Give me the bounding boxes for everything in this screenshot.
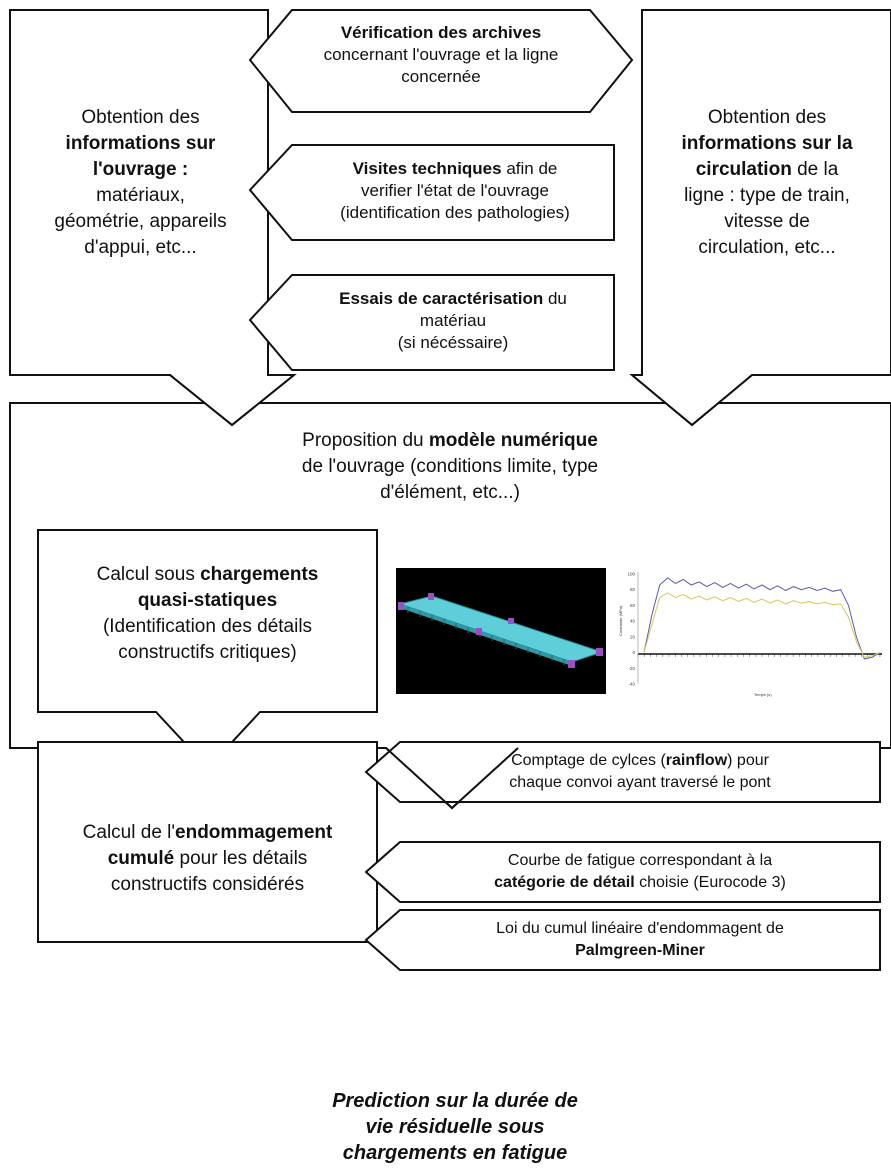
left-line-5: géométrie, appareils bbox=[54, 211, 227, 232]
stress-history-plot: 100 80 60 40 20 0 -20 -40 Contrainte (MPa) Temp… bbox=[616, 566, 886, 700]
rainflow-text: Comptage de cylces (rainflow) pour chaqu… bbox=[400, 750, 880, 794]
final-prediction-text: Prediction sur la durée de vie résiduell… bbox=[270, 1088, 640, 1166]
stress-y-tick-label: 100 bbox=[627, 572, 635, 577]
archives-line-1: Vérification des archives bbox=[340, 23, 542, 42]
stress-y-tick-label: -20 bbox=[628, 666, 635, 671]
bridge-deck-side bbox=[400, 604, 572, 666]
stress-y-tick-label: 80 bbox=[630, 587, 636, 592]
visites-line-1: Visites techniques afin de bbox=[352, 159, 558, 178]
stress-y-tick-label: -40 bbox=[628, 682, 635, 687]
modele-text: Proposition du modèle numérique de l'ouv… bbox=[180, 428, 720, 506]
right-info-text: Obtention des informations sur la circul… bbox=[646, 105, 888, 261]
miner-line-2: Palmgreen-Miner bbox=[575, 942, 705, 959]
essais-line-2: matériau bbox=[419, 311, 487, 330]
model-arrow-outline bbox=[385, 747, 519, 810]
rainflow-line-2: chaque convoi ayant traversé le pont bbox=[509, 774, 771, 791]
essais-shape bbox=[248, 274, 615, 371]
stress-y-tick-label: 60 bbox=[630, 603, 636, 608]
calcul-statique-text: Calcul sous chargements quasi-statiques … bbox=[40, 562, 375, 666]
essais-text: Essais de caractérisation du matériau (s… bbox=[292, 288, 614, 354]
rainflow-line-1: Comptage de cylces (rainflow) pour bbox=[511, 752, 769, 769]
right-line-6: circulation, etc... bbox=[698, 237, 836, 258]
fatigue-line-1: Courbe de fatigue correspondant à la bbox=[507, 852, 773, 869]
statique-line-2: quasi-statiques bbox=[137, 590, 278, 611]
modele-line-2: de l'ouvrage (conditions limite, type bbox=[301, 456, 599, 477]
stress-y-tick-label: 20 bbox=[630, 634, 636, 639]
archives-shape bbox=[248, 9, 634, 113]
right-line-1: Obtention des bbox=[707, 107, 827, 128]
endommagement-shape bbox=[37, 741, 378, 943]
fatigue-text: Courbe de fatigue correspondant à la cat… bbox=[400, 850, 880, 894]
left-info-text: Obtention des informations sur l'ouvrage… bbox=[18, 105, 263, 261]
stress-plot-background bbox=[616, 566, 886, 700]
left-arrow-fill bbox=[172, 377, 292, 423]
left-line-2: informations sur bbox=[65, 133, 216, 154]
visites-line-3: (identification des pathologies) bbox=[340, 203, 570, 222]
stress-y-ticks: 100 80 60 40 20 0 -20 -40 bbox=[627, 572, 635, 687]
endo-line-3: constructifs considérés bbox=[110, 874, 305, 895]
bridge-bearings bbox=[398, 593, 603, 668]
endo-line-2: cumulé pour les détails bbox=[107, 848, 308, 869]
essais-line-1: Essais de caractérisation du bbox=[339, 289, 567, 308]
archives-line-2: concernant l'ouvrage et la ligne bbox=[323, 45, 559, 64]
stress-plot-y-label: Contrainte (MPa) bbox=[618, 605, 623, 636]
right-line-3: circulation de la bbox=[695, 159, 839, 180]
bridge-cross-beams bbox=[407, 607, 565, 665]
final-line-1: Prediction sur la durée de bbox=[332, 1090, 578, 1112]
stress-y-tick-label: 0 bbox=[632, 650, 635, 655]
miner-text: Loi du cumul linéaire d'endommagent de P… bbox=[400, 918, 880, 962]
endo-line-1: Calcul de l'endommagement bbox=[82, 822, 333, 843]
statique-line-3: (Identification des détails bbox=[102, 616, 313, 637]
left-line-4: matériaux, bbox=[96, 185, 185, 206]
right-line-2: informations sur la bbox=[681, 133, 853, 154]
left-arrow-outline bbox=[169, 374, 295, 427]
modele-line-3: d'élément, etc...) bbox=[380, 482, 520, 503]
stress-y-tick-label: 40 bbox=[630, 619, 636, 624]
rainflow-shape bbox=[364, 741, 881, 803]
archives-text: Vérification des archives concernant l'o… bbox=[292, 22, 590, 88]
stress-series-1-line bbox=[643, 577, 881, 660]
left-line-3: l'ouvrage : bbox=[92, 159, 189, 180]
statique-line-1: Calcul sous chargements bbox=[96, 564, 319, 585]
bridge-model-figure bbox=[396, 568, 606, 694]
final-line-2: vie résiduelle sous bbox=[365, 1116, 545, 1138]
visites-shape bbox=[248, 144, 615, 241]
right-arrow-fill bbox=[634, 377, 750, 423]
right-line-4: ligne : type de train, bbox=[684, 185, 850, 206]
miner-shape bbox=[364, 909, 881, 971]
fatigue-line-2: catégorie de détail choisie (Eurocode 3) bbox=[494, 874, 786, 891]
fatigue-shape bbox=[364, 841, 881, 903]
left-line-1: Obtention des bbox=[81, 107, 200, 128]
modele-line-1: Proposition du modèle numérique bbox=[302, 430, 598, 451]
left-line-6: d'appui, etc... bbox=[84, 237, 197, 258]
right-line-5: vitesse de bbox=[724, 211, 810, 232]
right-arrow-outline bbox=[631, 374, 753, 427]
calcul-statique-shape bbox=[37, 529, 378, 770]
stress-series-2-line bbox=[643, 592, 881, 658]
visites-text: Visites techniques afin de verifier l'ét… bbox=[296, 158, 614, 224]
essais-line-3: (si nécéssaire) bbox=[397, 333, 509, 352]
final-line-3: chargements en fatigue bbox=[342, 1142, 568, 1164]
endommagement-text: Calcul de l'endommagement cumulé pour le… bbox=[40, 820, 375, 898]
stress-series-group bbox=[643, 577, 881, 660]
visites-line-2: verifier l'état de l'ouvrage bbox=[361, 181, 549, 200]
miner-line-1: Loi du cumul linéaire d'endommagent de bbox=[496, 920, 784, 937]
statique-line-4: constructifs critiques) bbox=[118, 642, 297, 663]
stress-plot-x-label: Temps (s) bbox=[754, 692, 772, 697]
archives-line-3: concernée bbox=[401, 67, 481, 86]
